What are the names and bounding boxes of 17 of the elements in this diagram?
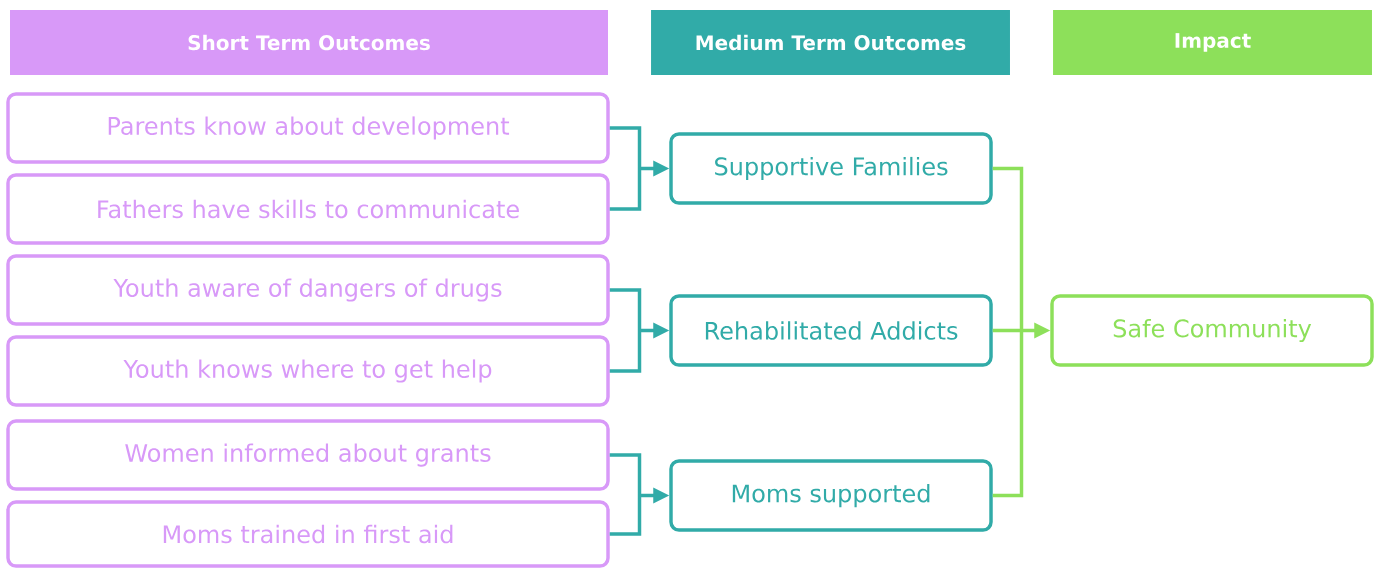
outcome-box: Rehabilitated Addicts (669, 294, 993, 367)
column-header: Short Term Outcomes (10, 9, 608, 76)
outcome-box: Parents know about development (6, 92, 610, 164)
outcome-box: Fathers have skills to communicate (6, 173, 610, 245)
outcome-box: Youth knows where to get help (6, 335, 610, 407)
outcome-box: Youth aware of dangers of drugs (6, 254, 610, 326)
outcome-box: Moms supported (669, 459, 993, 532)
connector-arrow (608, 288, 670, 373)
outcome-box: Moms trained in first aid (6, 500, 610, 568)
connector-arrow (608, 126, 670, 211)
connector-arrow (991, 166, 1051, 498)
connector-arrow (608, 453, 670, 536)
column-header: Medium Term Outcomes (651, 9, 1010, 76)
outcome-box: Supportive Families (669, 132, 993, 205)
outcome-box: Women informed about grants (6, 419, 610, 491)
column-header: Impact (1053, 9, 1372, 76)
outcome-box: Safe Community (1050, 294, 1374, 367)
